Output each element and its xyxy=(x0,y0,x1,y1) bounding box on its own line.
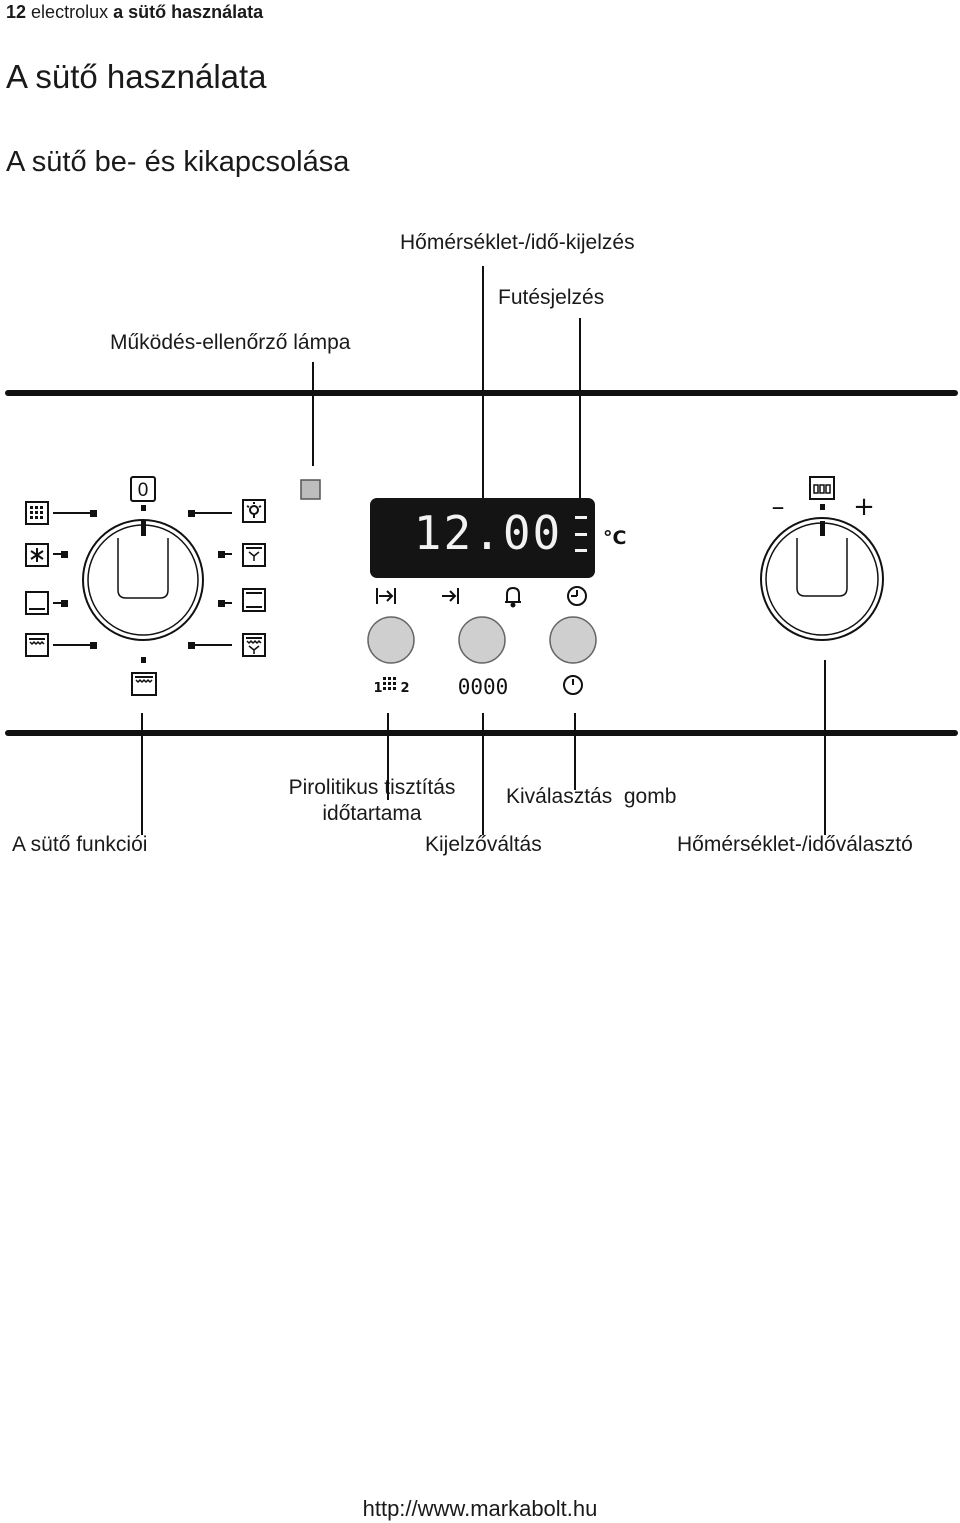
temp-time-icon xyxy=(809,476,835,500)
callout-pyrolytic-line1: Pirolitikus tisztítás xyxy=(288,776,456,799)
display-switch-button[interactable] xyxy=(458,616,506,664)
minus-sign: – xyxy=(772,492,785,522)
control-panel-diagram: 0 xyxy=(5,266,958,835)
callout-oven-functions: A sütő funkciói xyxy=(12,833,148,856)
bell-icon xyxy=(505,586,521,608)
pyrolysis-icon: 1 2 xyxy=(373,677,410,696)
leader-lines xyxy=(141,266,826,835)
callout-select-button: Kiválasztás gomb xyxy=(506,785,677,808)
select-button[interactable] xyxy=(549,616,597,664)
end-time-icon xyxy=(442,588,459,604)
display-switch-icon: 0000 xyxy=(458,675,509,699)
callout-temp-time-selector: Hőmérséklet-/időválasztó xyxy=(677,833,913,856)
callout-pyrolytic-line2: időtartama xyxy=(322,802,422,825)
brand-name: electrolux xyxy=(31,2,109,22)
svg-text:2: 2 xyxy=(400,681,409,696)
temp-time-selector-knob[interactable] xyxy=(760,504,884,641)
conventional-heat-icon xyxy=(242,588,266,612)
heating-bar-mid xyxy=(575,533,587,536)
clock-icon xyxy=(567,586,587,606)
callout-temp-time-display: Hőmérséklet-/idő-kijelzés xyxy=(400,231,635,254)
function-ticks-left xyxy=(53,510,97,649)
duration-icon xyxy=(376,588,396,604)
callout-heating-indicator: Futésjelzés xyxy=(498,286,605,309)
display-unit: °C xyxy=(603,527,626,549)
defrost-icon xyxy=(25,543,49,567)
oven-light-icon xyxy=(242,499,266,523)
function-knob[interactable] xyxy=(82,505,204,641)
fan-bottom-heat-icon xyxy=(242,543,266,567)
fan-grill-icon xyxy=(242,633,266,657)
section-subtitle: A sütő be- és kikapcsolása xyxy=(6,146,350,178)
top-bottom-heat-icon xyxy=(25,633,49,657)
display-time: 12.00 xyxy=(414,506,562,560)
footer-url[interactable]: http://www.markabolt.hu xyxy=(362,1496,598,1521)
off-position-label: 0 xyxy=(138,480,149,501)
grill-fan-icon xyxy=(25,501,49,525)
page-title: A sütő használata xyxy=(6,58,267,95)
callout-display-switch: Kijelzőváltás xyxy=(425,833,542,856)
heating-bar-top xyxy=(575,516,587,519)
function-ticks-right xyxy=(188,510,232,649)
running-header: 12 electrolux a sütő használata xyxy=(6,2,263,23)
operation-lamp xyxy=(300,479,321,500)
pizza-heat-icon xyxy=(131,672,157,696)
off-position-box xyxy=(130,476,156,502)
svg-text:1: 1 xyxy=(373,681,382,696)
callout-operation-lamp: Működés-ellenőrző lámpa xyxy=(110,331,351,354)
plus-sign: + xyxy=(853,492,875,522)
timer-icon xyxy=(563,675,583,695)
callout-pyrolytic-duration: Pirolitikus tisztítás időtartama xyxy=(272,776,472,826)
page-number: 12 xyxy=(6,2,27,22)
temp-time-display: 12.00 xyxy=(370,498,595,578)
section-name: a sütő használata xyxy=(113,2,264,22)
bottom-heat-icon xyxy=(25,591,49,615)
pyrolysis-button[interactable] xyxy=(367,616,415,664)
heating-bar-bottom xyxy=(575,549,587,552)
